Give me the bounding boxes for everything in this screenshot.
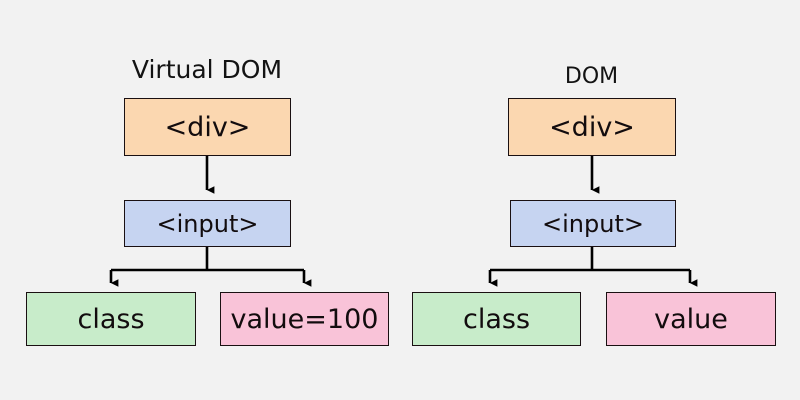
dom-node-value: value xyxy=(606,292,776,346)
dom-node-div: <div> xyxy=(508,98,676,156)
edge-vdom-input-to-leaves xyxy=(109,247,312,287)
virtual-dom-node-class: class xyxy=(26,292,196,346)
edge-dom-input-to-leaves xyxy=(488,247,698,287)
dom-node-input: <input> xyxy=(510,200,676,247)
virtual-dom-tree-title: Virtual DOM xyxy=(131,55,283,84)
dom-node-class: class xyxy=(412,292,581,346)
dom-tree-title: DOM xyxy=(564,64,619,89)
virtual-dom-node-input: <input> xyxy=(124,200,291,247)
virtual-dom-node-value: value=100 xyxy=(220,292,389,346)
virtual-dom-node-div: <div> xyxy=(124,98,291,156)
